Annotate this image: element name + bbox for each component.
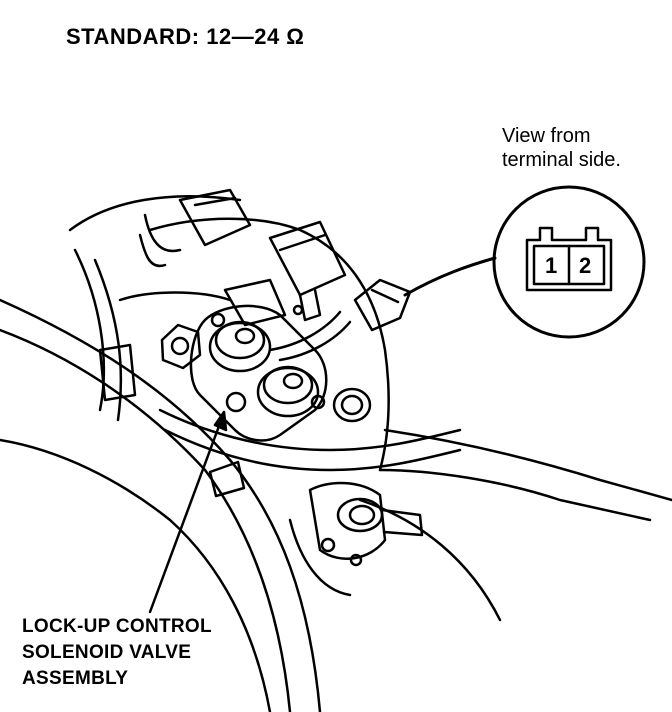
- solenoid-valve-assembly: [189, 304, 328, 442]
- callout-line-2: SOLENOID VALVE: [22, 642, 192, 663]
- view-note-line-2: terminal side.: [502, 149, 621, 171]
- view-note-line-1: View from: [502, 125, 591, 147]
- harness-connector: [268, 256, 497, 362]
- terminal-pin-1: 1: [545, 253, 557, 278]
- callout-line-1: LOCK-UP CONTROL: [22, 616, 212, 637]
- callout-arrowhead: [213, 410, 228, 432]
- lower-pipes: [158, 408, 462, 597]
- view-note: View from terminal side.: [502, 124, 621, 172]
- callout-line-3: ASSEMBLY: [22, 668, 129, 689]
- terminal-view-circle: [492, 185, 646, 339]
- terminal-connector-shape: [525, 226, 613, 292]
- terminal-pin-2: 2: [579, 253, 591, 278]
- resistance-standard: STANDARD: 12—24 Ω: [66, 24, 305, 49]
- transmission-case: [0, 195, 672, 712]
- case-fittings: [98, 323, 372, 498]
- solenoid-callout-label: LOCK-UP CONTROL SOLENOID VALVE ASSEMBLY: [22, 614, 212, 692]
- callout-leader-line: [148, 416, 224, 614]
- upper-connector: [138, 188, 347, 327]
